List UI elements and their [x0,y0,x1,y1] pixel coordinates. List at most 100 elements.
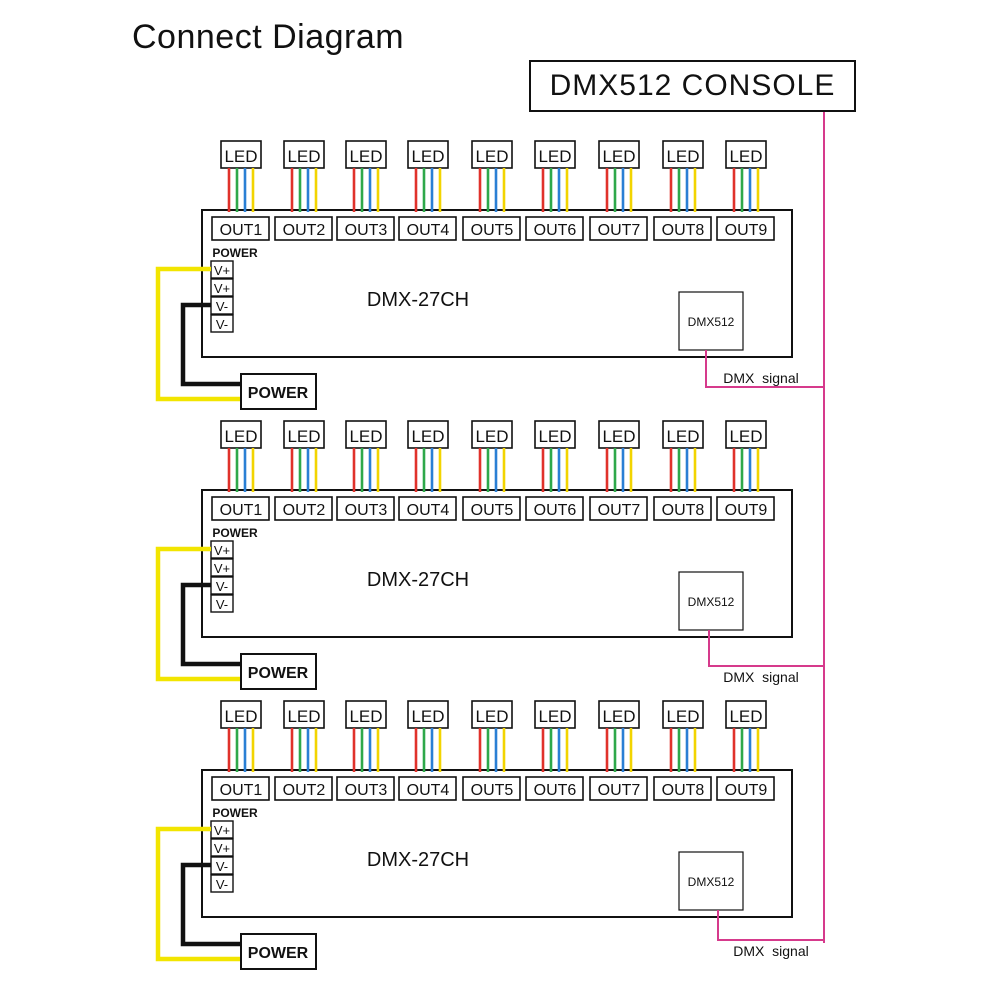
led-module [534,700,576,729]
output-label: OUT7 [598,222,641,239]
power-supply-label: POWER [248,665,309,682]
led-module [662,420,704,449]
output-terminal [462,496,521,521]
dmx512-console-box: DMX512 CONSOLE [529,60,856,112]
output-label: OUT3 [345,222,388,239]
output-terminal [398,776,457,801]
power-terminal-label: V- [216,317,228,332]
decoder-model: DMX-27CH [367,569,469,591]
led-label: LED [349,427,382,446]
output-label: OUT5 [471,222,514,239]
decoder-block-3: LEDOUT1LEDOUT2LEDOUT3LEDOUT4LEDOUT5LEDOU… [155,700,824,970]
power-terminal-label: V+ [214,841,230,856]
output-label: OUT1 [220,502,263,519]
output-label: OUT1 [220,222,263,239]
led-label: LED [287,147,320,166]
led-module [662,700,704,729]
power-terminal [210,314,234,333]
output-label: OUT5 [471,502,514,519]
led-module [598,700,640,729]
power-terminal-label: V- [216,579,228,594]
output-terminal [462,216,521,241]
output-label: OUT8 [662,782,705,799]
led-label: LED [666,147,699,166]
output-terminal [211,776,270,801]
output-terminal [716,776,775,801]
output-label: OUT4 [407,502,450,519]
power-terminal-label: V- [216,859,228,874]
power-terminal [210,874,234,893]
decoder-block-2: LEDOUT1LEDOUT2LEDOUT3LEDOUT4LEDOUT5LEDOU… [155,420,824,690]
led-label: LED [475,427,508,446]
led-module [534,420,576,449]
power-terminal [210,278,234,297]
dmx512-port [678,851,744,911]
led-module [220,700,262,729]
dmx512-port-label: DMX512 [688,595,735,609]
output-terminal [589,776,648,801]
led-label: LED [475,147,508,166]
power-supply-box [240,373,317,410]
led-label: LED [411,707,444,726]
output-label: OUT6 [534,502,577,519]
led-label: LED [287,707,320,726]
led-label: LED [224,427,257,446]
led-label: LED [602,147,635,166]
output-terminal [336,216,395,241]
led-module [220,140,262,169]
power-terminal-label: V+ [214,543,230,558]
led-label: LED [538,707,571,726]
output-terminal [525,776,584,801]
decoder-model: DMX-27CH [367,289,469,311]
led-module [534,140,576,169]
power-terminal-label: V+ [214,561,230,576]
power-wire-negative [180,582,241,667]
power-wire-positive [155,266,241,402]
led-label: LED [729,147,762,166]
power-supply-box [240,933,317,970]
output-label: OUT3 [345,782,388,799]
led-label: LED [538,427,571,446]
output-terminal [274,776,333,801]
power-supply-box [240,653,317,690]
led-label: LED [538,147,571,166]
led-label: LED [349,707,382,726]
led-label: LED [349,147,382,166]
led-module [345,420,387,449]
power-terminal-label: V+ [214,263,230,278]
output-terminal [336,496,395,521]
dmx-signal-wire [717,910,824,941]
led-label: LED [475,707,508,726]
led-label: LED [287,427,320,446]
output-terminal [589,216,648,241]
led-module [220,420,262,449]
output-terminal [525,216,584,241]
led-module [471,700,513,729]
led-module [345,140,387,169]
power-header: POWER [212,806,258,820]
console-label: DMX512 CONSOLE [549,69,836,102]
led-label: LED [602,707,635,726]
dmx-signal-label: DMX signal [723,370,798,386]
output-label: OUT8 [662,502,705,519]
decoder-model: DMX-27CH [367,849,469,871]
output-terminal [653,216,712,241]
output-terminal [653,496,712,521]
output-terminal [336,776,395,801]
dmx-signal-wire [708,630,824,667]
output-label: OUT3 [345,502,388,519]
led-module [407,420,449,449]
output-label: OUT8 [662,222,705,239]
led-module [725,140,767,169]
led-module [471,140,513,169]
led-module [345,700,387,729]
output-label: OUT4 [407,782,450,799]
power-terminal-label: V+ [214,823,230,838]
output-terminal [462,776,521,801]
output-terminal [653,776,712,801]
output-terminal [525,496,584,521]
output-label: OUT9 [725,222,768,239]
diagram-title: Connect Diagram [132,18,405,56]
output-terminal [716,216,775,241]
